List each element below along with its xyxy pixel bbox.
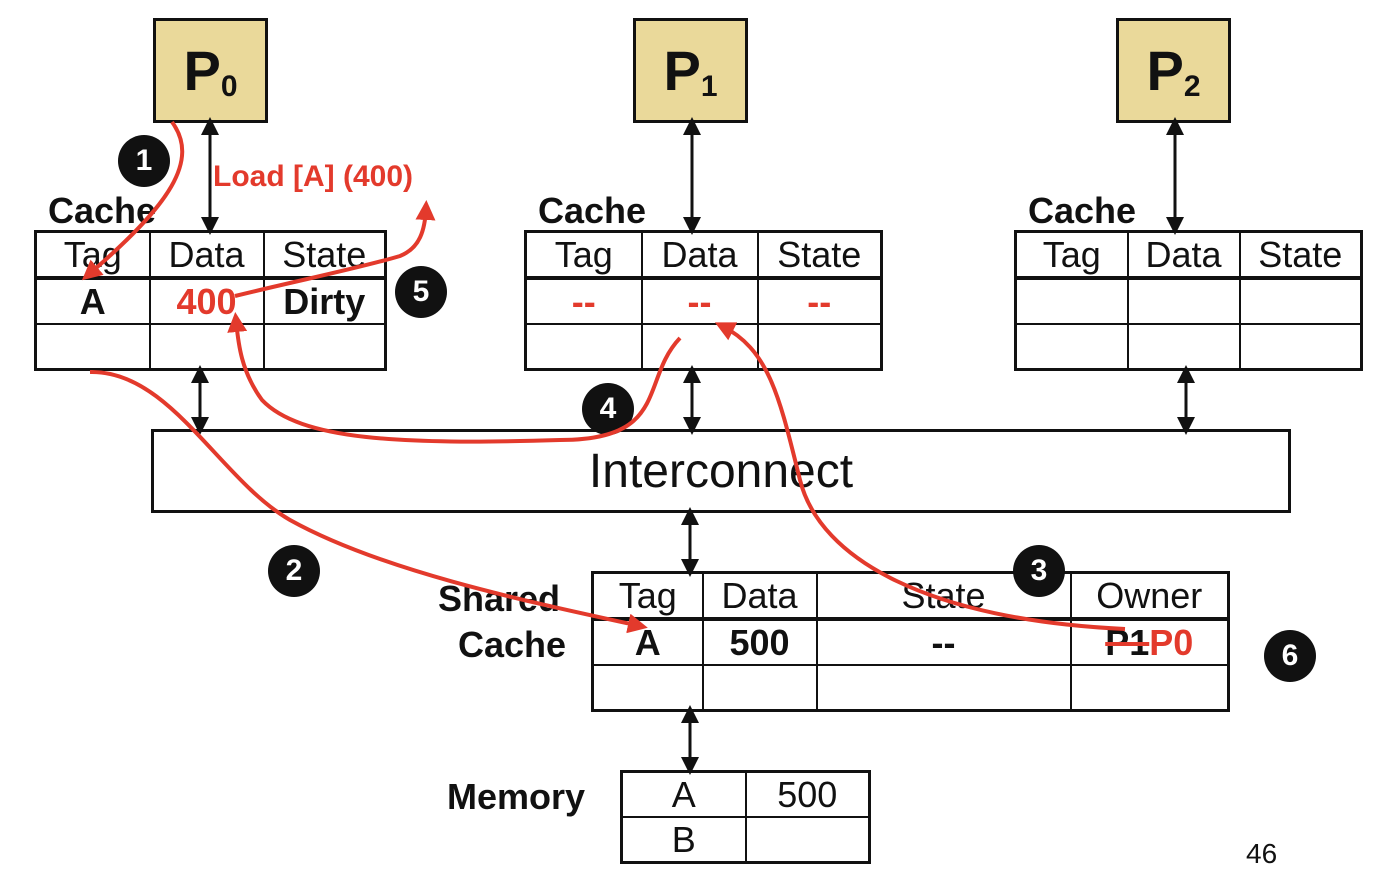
header-data: Data: [1126, 230, 1241, 280]
memory-label: Memory: [447, 776, 586, 817]
header-state: State: [262, 230, 387, 280]
interconnect-bus: Interconnect: [151, 429, 1291, 513]
cell-tag: [1014, 323, 1129, 371]
cell-data: 500: [701, 618, 818, 666]
cache0-table: Tag Data State A 400 Dirty: [34, 230, 387, 371]
header-tag: Tag: [591, 571, 704, 621]
cell-tag: [34, 323, 151, 371]
cell-state: [756, 323, 883, 371]
cell-tag: [524, 323, 643, 371]
cell-state: [1238, 277, 1363, 325]
memory-table: A 500 B: [620, 770, 871, 864]
cell-empty: [701, 664, 818, 712]
header-data: Data: [640, 230, 759, 280]
step-badge-2: 2: [268, 545, 320, 597]
memory-value: [744, 816, 871, 864]
cell-tag: A: [34, 277, 151, 325]
cache2-table: Tag Data State: [1014, 230, 1363, 371]
processor-subscript: 2: [1183, 69, 1201, 103]
header-state: State: [1238, 230, 1363, 280]
processor-subscript: 1: [700, 69, 718, 103]
cell-tag: --: [524, 277, 643, 325]
step-badge-3: 3: [1013, 545, 1065, 597]
shared-cache-table: Tag Data State Owner A 500 -- P1P0: [591, 571, 1230, 712]
header-tag: Tag: [34, 230, 151, 280]
cell-owner: P1P0: [1069, 618, 1230, 666]
cache1-label: Cache: [538, 190, 647, 231]
interconnect-label: Interconnect: [588, 444, 854, 498]
cell-tag: [1014, 277, 1129, 325]
page-number: 46: [1246, 838, 1278, 869]
memory-address: A: [620, 770, 747, 818]
cell-state: Dirty: [262, 277, 387, 325]
cell-tag: A: [591, 618, 704, 666]
memory-value: 500: [744, 770, 871, 818]
shared-cache-label-line1: Shared: [438, 578, 561, 619]
cell-state: [1238, 323, 1363, 371]
header-tag: Tag: [1014, 230, 1129, 280]
cell-empty: [1069, 664, 1230, 712]
cache0-label: Cache: [48, 190, 157, 231]
cache1-table: Tag Data State -- -- --: [524, 230, 883, 371]
owner-new: P0: [1149, 621, 1194, 663]
processor-letter: P: [183, 39, 221, 102]
cell-state: [262, 323, 387, 371]
shared-cache-label-line2: Cache: [458, 624, 567, 665]
cell-data: 400: [148, 277, 265, 325]
header-tag: Tag: [524, 230, 643, 280]
cell-empty: [815, 664, 1072, 712]
processor-letter: P: [1146, 39, 1184, 102]
memory-address: B: [620, 816, 747, 864]
cell-data: [1126, 277, 1241, 325]
cell-data: [1126, 323, 1241, 371]
processor-letter: P: [663, 39, 701, 102]
header-state: State: [756, 230, 883, 280]
step-badge-4: 4: [582, 383, 634, 435]
header-data: Data: [701, 571, 818, 621]
cell-data: --: [640, 277, 759, 325]
cell-state: --: [815, 618, 1072, 666]
cache2-label: Cache: [1028, 190, 1137, 231]
cell-data: [640, 323, 759, 371]
step-badge-6: 6: [1264, 630, 1316, 682]
step-badge-1: 1: [118, 135, 170, 187]
processor-subscript: 0: [220, 69, 238, 103]
header-owner: Owner: [1069, 571, 1230, 621]
header-data: Data: [148, 230, 265, 280]
load-request-label: Load [A] (400): [213, 160, 414, 193]
step-badge-5: 5: [395, 266, 447, 318]
cell-data: [148, 323, 265, 371]
cell-state: --: [756, 277, 883, 325]
owner-old: P1: [1105, 621, 1150, 663]
cell-empty: [591, 664, 704, 712]
